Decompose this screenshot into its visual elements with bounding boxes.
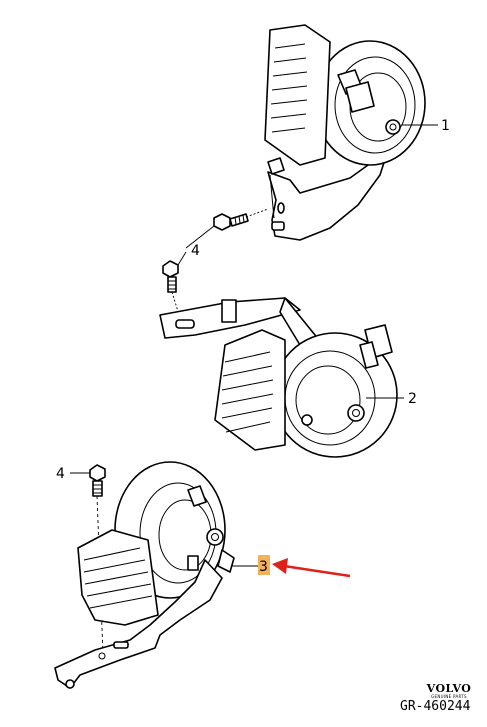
callout-3: 3 bbox=[259, 559, 268, 575]
horn-assembly-1 bbox=[264, 24, 426, 241]
callout-2: 2 bbox=[408, 391, 417, 407]
brand-subtext: GENUINE PARTS bbox=[431, 694, 467, 699]
bolt-middle bbox=[162, 251, 187, 319]
volvo-logo: VOLVO GENUINE PARTS bbox=[421, 683, 477, 700]
callout-4-upper: 4 bbox=[191, 243, 200, 259]
pointer-arrow bbox=[272, 558, 351, 578]
callout-3-highlight bbox=[258, 555, 270, 575]
drawing-reference: GR-460244 bbox=[400, 699, 471, 714]
callout-1: 1 bbox=[441, 118, 450, 134]
horn-assembly-3 bbox=[54, 461, 235, 689]
callout-4-lower: 4 bbox=[56, 466, 65, 482]
brand-logo-text: VOLVO bbox=[426, 682, 472, 695]
horn-assembly-2 bbox=[159, 297, 398, 458]
bolt-upper bbox=[185, 208, 269, 249]
